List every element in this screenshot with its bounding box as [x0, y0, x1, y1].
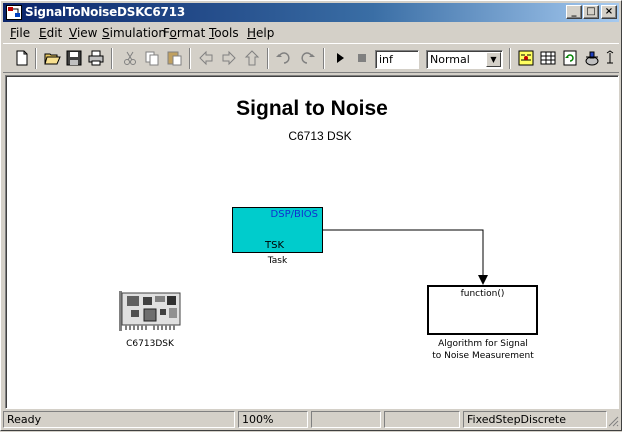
menu-format-rest: rmat	[176, 26, 206, 40]
chevron-down-icon[interactable]: ▼	[486, 52, 501, 67]
function-block-header: function()	[460, 289, 505, 299]
model-subtitle: C6713 DSK	[288, 129, 352, 143]
menu-tools-rest: ools	[214, 26, 239, 40]
menu-view[interactable]: View	[69, 26, 97, 40]
menu-simulation-mnemonic: S	[102, 26, 110, 40]
undo-icon[interactable]	[275, 49, 293, 67]
redo-icon[interactable]	[298, 49, 316, 67]
play-icon[interactable]	[331, 49, 349, 67]
status-ready: Ready	[3, 411, 235, 428]
paste-icon[interactable]	[165, 49, 183, 67]
cut-icon[interactable]	[121, 49, 139, 67]
forward-icon[interactable]	[220, 49, 238, 67]
task-block-port-label: TSK	[265, 240, 285, 251]
new-icon[interactable]	[13, 49, 31, 67]
toolbar-separator	[35, 48, 37, 69]
stop-icon[interactable]	[353, 49, 371, 67]
print-icon[interactable]	[87, 49, 105, 67]
save-icon[interactable]	[65, 49, 83, 67]
menu-file-mnemonic: F	[10, 26, 17, 40]
menu-help-rest: elp	[256, 26, 275, 40]
menu-help[interactable]: Help	[247, 26, 274, 40]
minimize-button[interactable]: _	[566, 5, 582, 19]
menu-tools-mnemonic: T	[209, 26, 215, 40]
toolbar: inf Normal ▼	[3, 43, 619, 73]
menu-view-rest: iew	[76, 26, 98, 40]
update-icon[interactable]	[561, 49, 579, 67]
toolbar-separator	[323, 48, 325, 69]
window-title: SignalToNoiseDSKC6713	[25, 5, 185, 19]
maximize-button[interactable]: □	[583, 5, 599, 19]
toolbar-separator	[189, 48, 191, 69]
open-icon[interactable]	[43, 49, 61, 67]
toolbar-separator	[267, 48, 269, 69]
status-solver: FixedStepDiscrete	[463, 411, 607, 428]
back-icon[interactable]	[197, 49, 215, 67]
task-block-caption: Task	[267, 256, 288, 266]
menu-simulation[interactable]: Simulation	[102, 26, 166, 40]
toolbar-overflow-icon[interactable]	[605, 49, 615, 67]
status-empty-2	[384, 411, 460, 428]
status-bar: Ready 100% FixedStepDiscrete	[3, 410, 619, 429]
board-block-caption: C6713DSK	[126, 339, 174, 349]
menu-edit-rest: dit	[46, 26, 63, 40]
function-block-caption-line2: to Noise Measurement	[432, 351, 534, 361]
library-icon[interactable]	[517, 49, 535, 67]
menu-help-mnemonic: H	[247, 26, 257, 40]
status-empty-1	[311, 411, 381, 428]
menu-format-mnemonic: o	[169, 26, 177, 40]
menu-simulation-rest: imulation	[109, 26, 166, 40]
menu-edit[interactable]: Edit	[39, 26, 62, 40]
copy-icon[interactable]	[143, 49, 161, 67]
menu-format[interactable]: Format	[163, 26, 205, 40]
simulink-app-icon	[6, 5, 22, 20]
status-zoom: 100%	[238, 411, 308, 428]
up-icon[interactable]	[243, 49, 261, 67]
simulation-mode-select[interactable]: Normal ▼	[426, 50, 503, 69]
stop-time-input[interactable]: inf	[375, 50, 419, 69]
function-call-subsystem-block[interactable]: function()	[427, 285, 538, 335]
menu-tools[interactable]: Tools	[209, 26, 239, 40]
model-explorer-icon[interactable]	[539, 49, 557, 67]
toolbar-separator	[111, 48, 113, 69]
menu-format-pre: F	[163, 26, 170, 40]
menu-file[interactable]: File	[10, 26, 30, 40]
title-bar[interactable]: SignalToNoiseDSKC6713 _ □ ×	[3, 3, 619, 22]
model-title: Signal to Noise	[236, 97, 388, 120]
debug-icon[interactable]	[583, 49, 601, 67]
menu-view-mnemonic: V	[69, 26, 77, 40]
close-button[interactable]: ×	[601, 5, 617, 19]
simulation-mode-value: Normal	[430, 53, 470, 66]
resize-grip-icon[interactable]	[607, 414, 619, 428]
c6713dsk-board-icon[interactable]	[117, 291, 183, 333]
dsp-bios-task-block[interactable]: DSP/BIOS TSK	[232, 207, 323, 253]
menu-bar: File Edit View Simulation Format Tools H…	[3, 23, 619, 42]
menu-edit-mnemonic: E	[39, 26, 47, 40]
menu-file-rest: ile	[16, 26, 31, 40]
task-block-header: DSP/BIOS	[270, 209, 318, 220]
toolbar-separator	[509, 48, 511, 69]
function-block-caption-line1: Algorithm for Signal	[438, 339, 528, 349]
